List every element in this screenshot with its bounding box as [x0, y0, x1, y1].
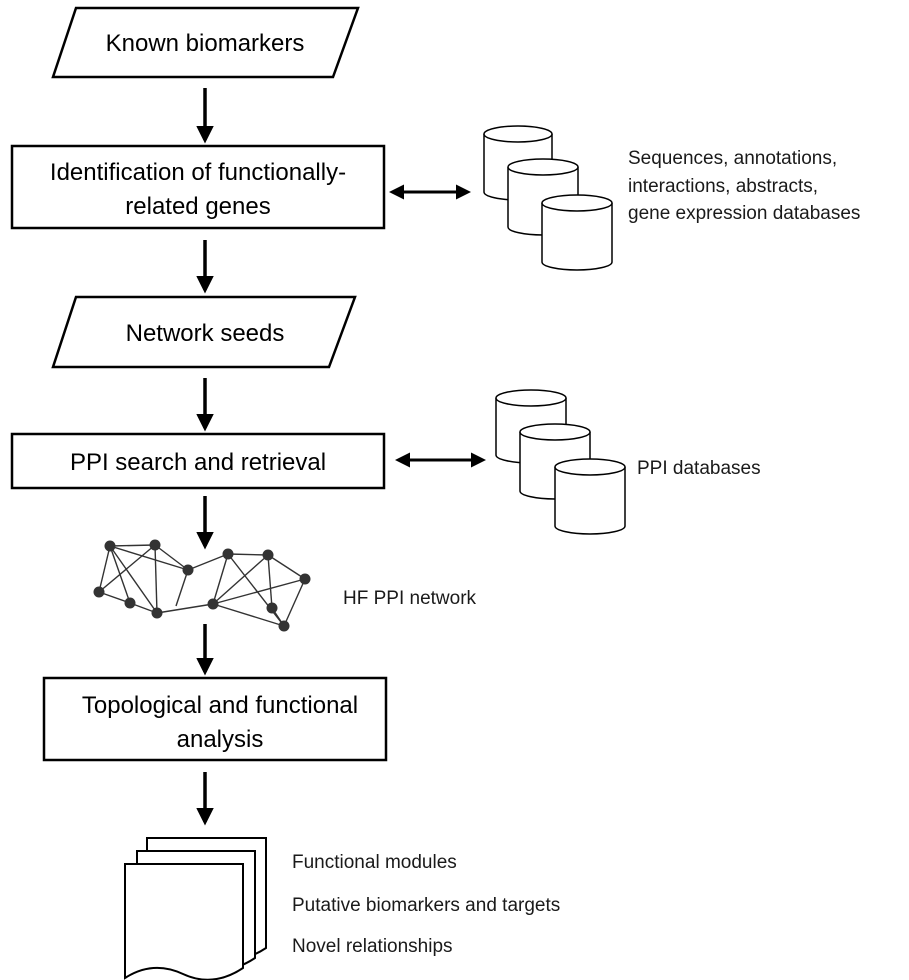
databases-label-line1: Sequences, annotations, [628, 148, 837, 169]
network-label: HF PPI network [343, 588, 477, 609]
ppi-database-icon [495, 389, 626, 535]
ppi-search-node: PPI search and retrieval [10, 432, 386, 490]
documents-icon [124, 837, 267, 980]
topological-label-line2: analysis [177, 726, 264, 753]
databases-label-line2: interactions, abstracts, [628, 176, 818, 197]
network-seeds-label: Network seeds [126, 320, 285, 347]
ppi-network-graph [98, 544, 306, 627]
output-item-3: Novel relationships [292, 936, 453, 957]
output-item-1: Functional modules [292, 852, 457, 873]
ppi-databases-label: PPI databases [637, 458, 761, 479]
output-item-2: Putative biomarkers and targets [292, 895, 560, 916]
database-cylinder-icon [554, 458, 626, 535]
database-icon [483, 125, 613, 271]
identification-node: Identification of functionally- related … [10, 144, 386, 230]
ppi-network-nodes [93, 539, 311, 632]
database-cylinder-icon [541, 194, 613, 271]
topological-analysis-node: Topological and functional analysis [42, 676, 388, 762]
topological-label-line1: Topological and functional [82, 692, 358, 719]
network-seeds-node: Network seeds [51, 295, 357, 369]
known-biomarkers-node: Known biomarkers [51, 6, 360, 79]
databases-label-line3: gene expression databases [628, 203, 860, 224]
identification-label-line1: Identification of functionally- [50, 159, 346, 186]
ppi-search-label: PPI search and retrieval [70, 449, 326, 476]
identification-label-line2: related genes [125, 193, 270, 220]
known-biomarkers-label: Known biomarkers [106, 30, 305, 57]
